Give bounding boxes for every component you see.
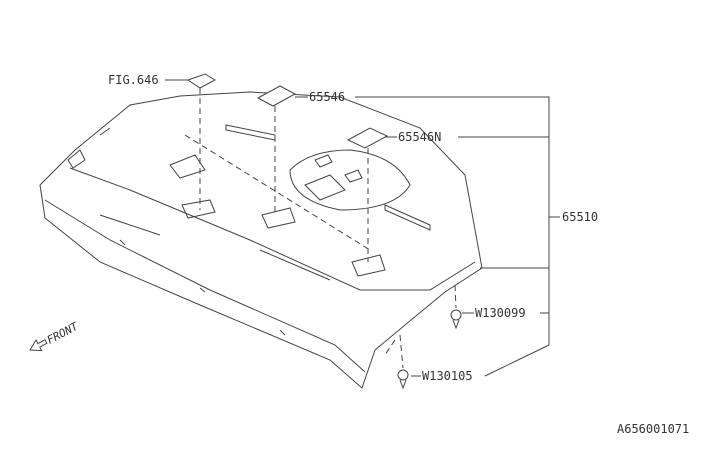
dashed-guides xyxy=(184,88,457,369)
label-65510[interactable]: 65510 xyxy=(562,210,598,224)
fig-646-clip-icon xyxy=(186,73,217,89)
label-fig-646[interactable]: FIG.646 xyxy=(108,73,159,87)
grommet-65546n-icon xyxy=(346,127,389,149)
clip-w130099-icon xyxy=(450,309,462,330)
label-65546[interactable]: 65546 xyxy=(309,90,345,104)
front-indicator: FRONT xyxy=(29,319,82,352)
rear-shelf-panel xyxy=(39,91,483,389)
clip-w130105-icon xyxy=(397,369,409,390)
front-label: FRONT xyxy=(45,319,82,347)
leader-lines xyxy=(165,79,560,377)
clip-parts xyxy=(186,73,462,390)
grommet-65546-icon xyxy=(256,85,297,107)
front-arrow-icon xyxy=(29,338,48,352)
diagram-id: A656001071 xyxy=(617,422,689,436)
label-w130105[interactable]: W130105 xyxy=(422,369,473,383)
label-w130099[interactable]: W130099 xyxy=(475,306,526,320)
label-65546n[interactable]: 65546N xyxy=(398,130,441,144)
